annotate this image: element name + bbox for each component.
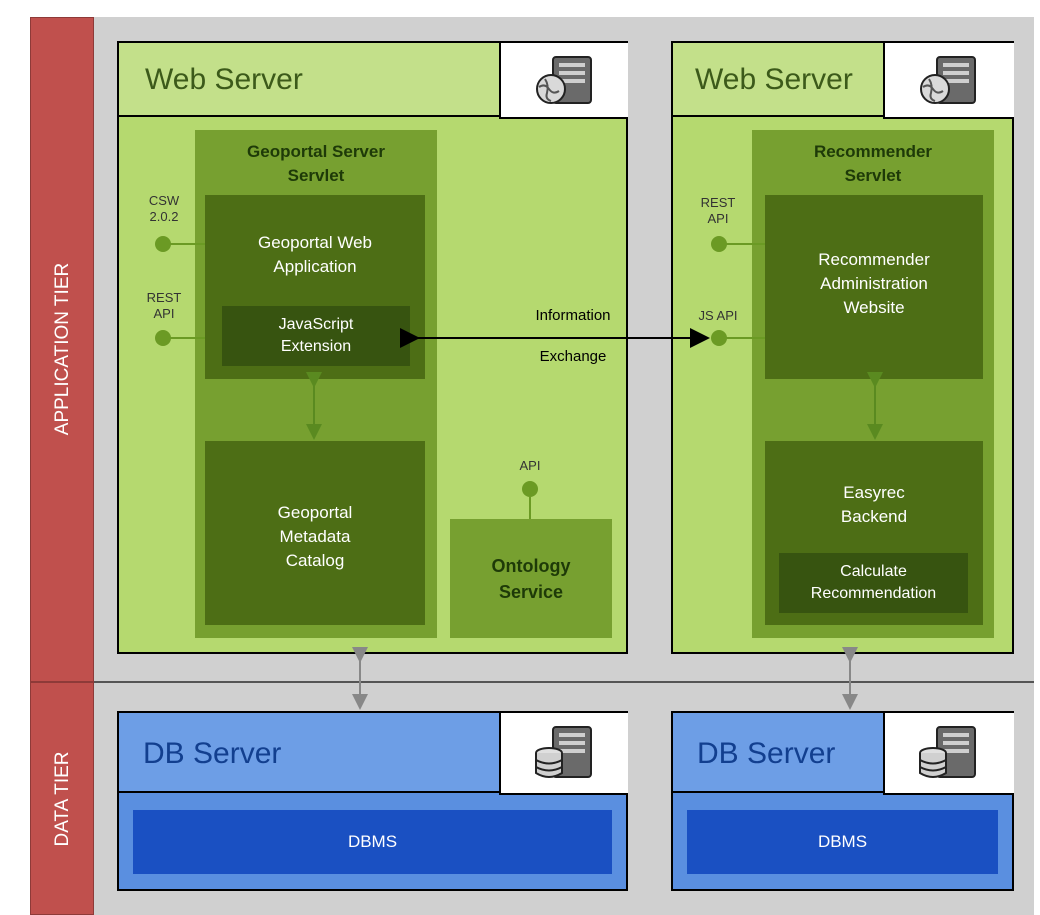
db-server-right: DB Server DBMS [671,711,1014,891]
information-exchange-label: Information Exchange [518,307,628,365]
geoportal-web-app-line2: Application [273,257,357,276]
server-database-icon [919,726,976,778]
application-tier-label: APPLICATION TIER [52,262,73,436]
ontology-api-label: API [519,458,541,473]
tier-divider [94,681,1034,683]
csw-port-label: CSW 2.0.2 [134,193,194,225]
exchange-line1: Information [535,307,611,324]
ontology-service: Ontology Service [450,519,612,638]
rest-right-connector [726,243,765,245]
catalog-line3: Catalog [285,551,345,570]
recommender-admin-website: Recommender Administration Website [765,195,983,379]
catalog-line1: Geoportal [277,503,353,522]
csw-port-dot [155,236,171,252]
data-tier-bar: DATA TIER [30,682,94,915]
recommender-servlet-title-2: Servlet [844,166,902,185]
rest-right-line2: API [707,211,729,226]
rest-right-line1: REST [700,195,736,210]
js-api-connector [726,337,765,339]
rest-left-port-dot [155,330,171,346]
dbms-right: DBMS [687,810,998,874]
db-server-left-title: DB Server [143,737,282,770]
web-server-right-icon-box [883,43,1014,119]
db-server-left: DB Server DBMS [117,711,628,891]
exchange-line2: Exchange [539,348,607,365]
backend-line2: Backend [840,507,908,526]
server-database-icon [535,726,592,778]
server-globe-icon [536,56,592,104]
recommender-servlet-title-1: Recommender [813,142,933,161]
geoportal-servlet-title-1: Geoportal Server [247,142,385,161]
ontology-line2: Service [498,582,564,602]
csw-line2: 2.0.2 [149,209,179,224]
db-server-right-icon-box [883,713,1014,795]
application-tier-bar: APPLICATION TIER [30,17,94,682]
geoportal-metadata-catalog: Geoportal Metadata Catalog [205,441,425,625]
rest-port-label-right: REST API [688,195,748,227]
ontology-line1: Ontology [491,556,571,576]
backend-line1: Easyrec [843,483,905,502]
dbms-left: DBMS [133,810,612,874]
js-api-label: JS API [698,308,738,323]
csw-line1: CSW [148,193,180,208]
javascript-extension: JavaScript Extension [222,306,410,366]
javascript-extension-line2: Extension [280,338,352,355]
server-globe-icon [920,56,976,104]
web-server-right-title: Web Server [695,63,853,96]
catalog-line2: Metadata [279,527,351,546]
rest-left-line1: REST [146,290,182,305]
db-server-left-icon-box [499,713,628,795]
web-server-left-title: Web Server [145,63,303,96]
js-api-port-dot [711,330,727,346]
data-tier-label: DATA TIER [52,751,73,847]
admin-line1: Recommender [818,250,930,269]
rest-right-port-dot [711,236,727,252]
admin-line2: Administration [820,274,928,293]
javascript-extension-line1: JavaScript [278,316,354,333]
db-server-right-title: DB Server [697,737,836,770]
calculate-recommendation: Calculate Recommendation [779,553,968,613]
geoportal-web-app-line1: Geoportal Web [257,233,373,252]
calc-line2: Recommendation [810,585,937,602]
admin-line3: Website [843,298,905,317]
rest-left-line2: API [153,306,175,321]
calc-line1: Calculate [840,563,907,580]
ontology-api-dot [522,481,538,497]
rest-port-label-left: REST API [134,290,194,322]
ontology-api-connector [529,497,531,519]
rest-left-connector [168,337,205,339]
web-server-left-icon-box [499,43,628,119]
csw-connector [168,243,205,245]
geoportal-servlet-title-2: Servlet [287,166,345,185]
